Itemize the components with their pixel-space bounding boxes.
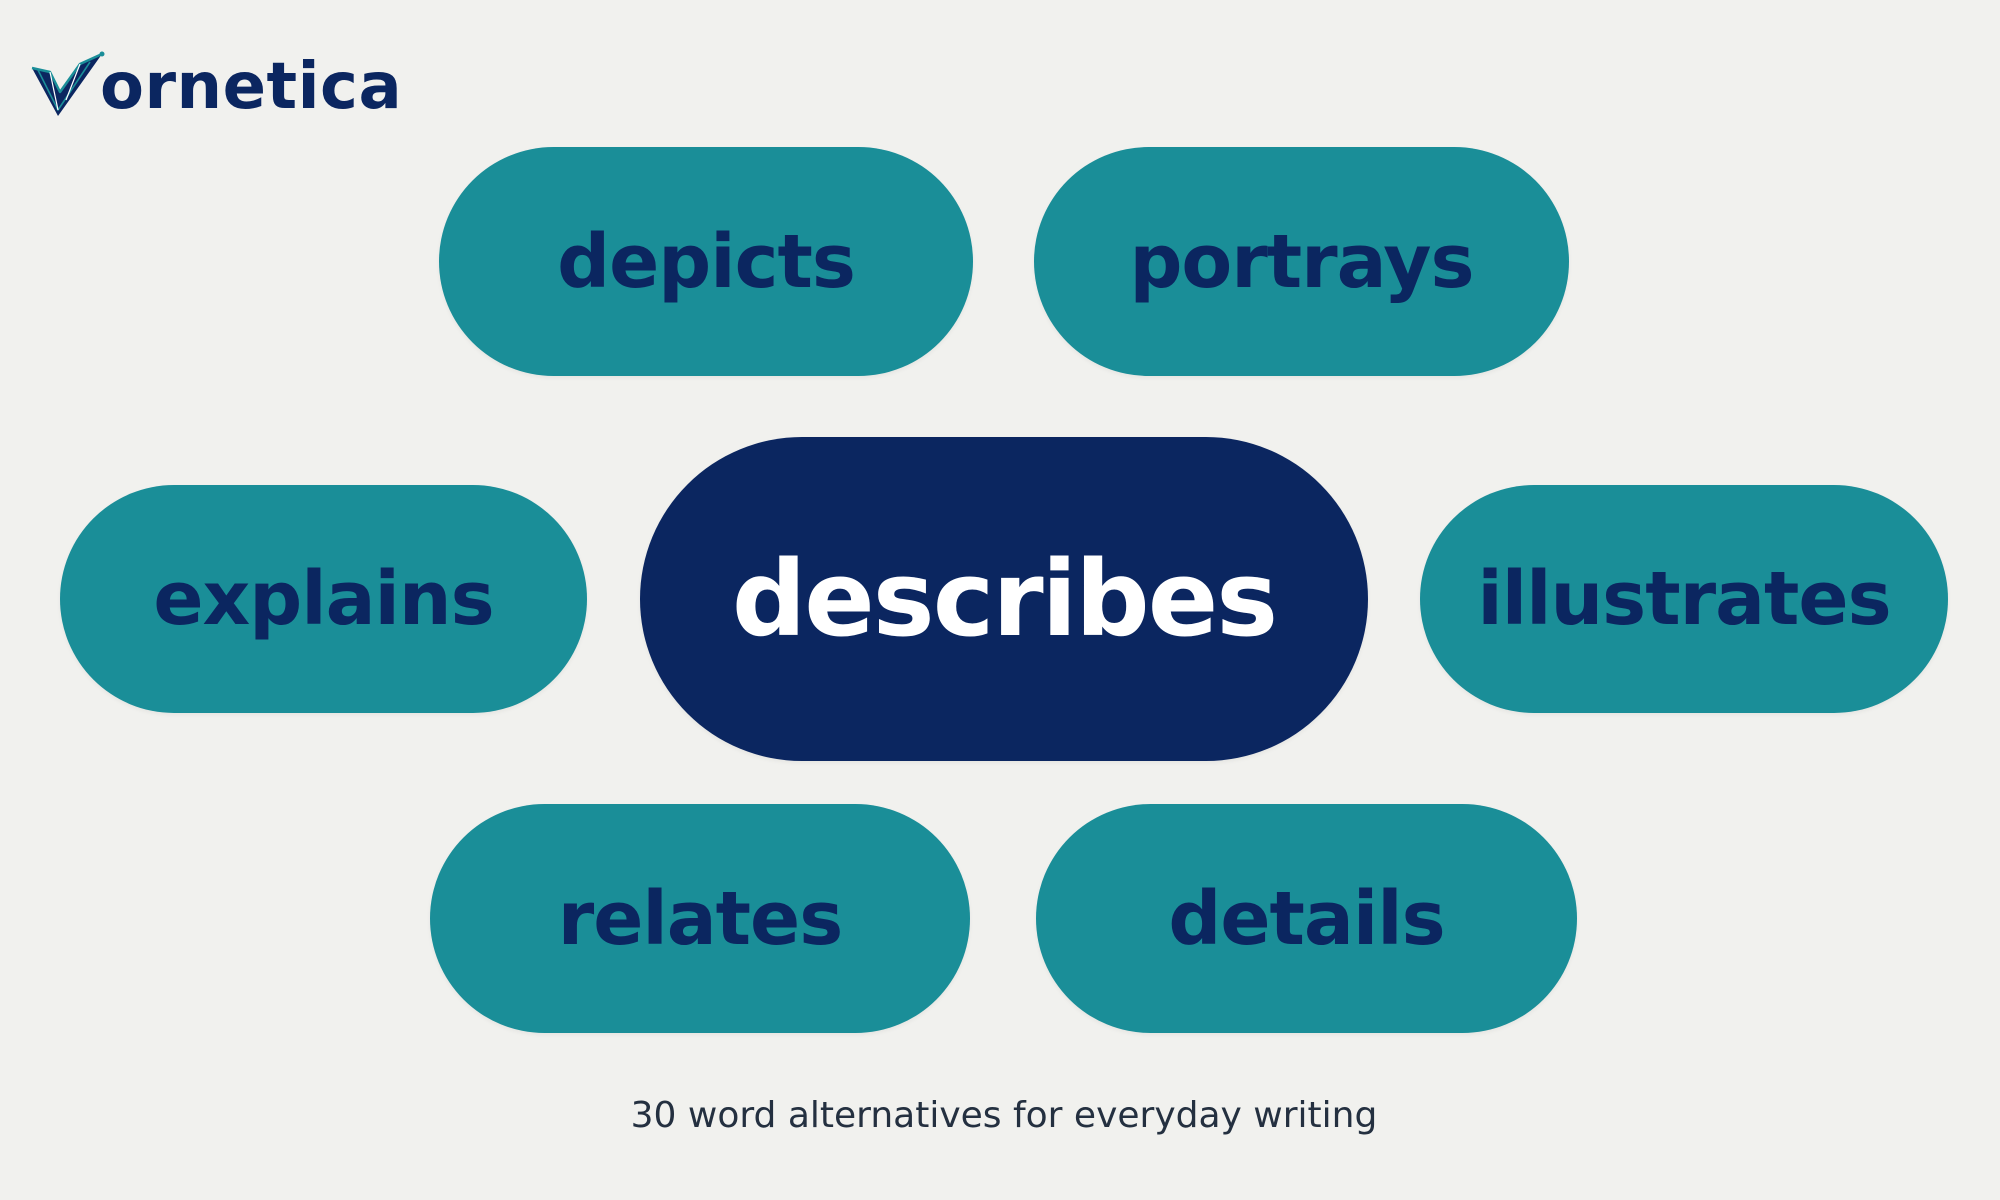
synonym-label: depicts: [557, 218, 856, 305]
synonym-pill-details: details: [1036, 804, 1577, 1033]
v-mark-icon: [31, 51, 105, 116]
synonym-label: relates: [557, 875, 844, 962]
synonym-label: portrays: [1129, 218, 1474, 305]
center-word-label: describes: [731, 538, 1278, 660]
synonym-pill-illustrates: illustrates: [1420, 485, 1948, 713]
center-word-pill: describes: [640, 437, 1368, 761]
synonym-pill-relates: relates: [430, 804, 970, 1033]
synonym-pill-portrays: portrays: [1034, 147, 1569, 376]
logo-wordmark: ornetica: [100, 50, 403, 124]
synonym-pill-depicts: depicts: [439, 147, 973, 376]
synonym-label: explains: [153, 556, 494, 642]
caption-text: 30 word alternatives for everyday writin…: [630, 1095, 1378, 1136]
synonym-label: details: [1168, 875, 1445, 962]
brand-logo: ornetica: [30, 48, 402, 124]
synonym-pill-explains: explains: [60, 485, 587, 713]
synonym-label: illustrates: [1477, 556, 1891, 642]
